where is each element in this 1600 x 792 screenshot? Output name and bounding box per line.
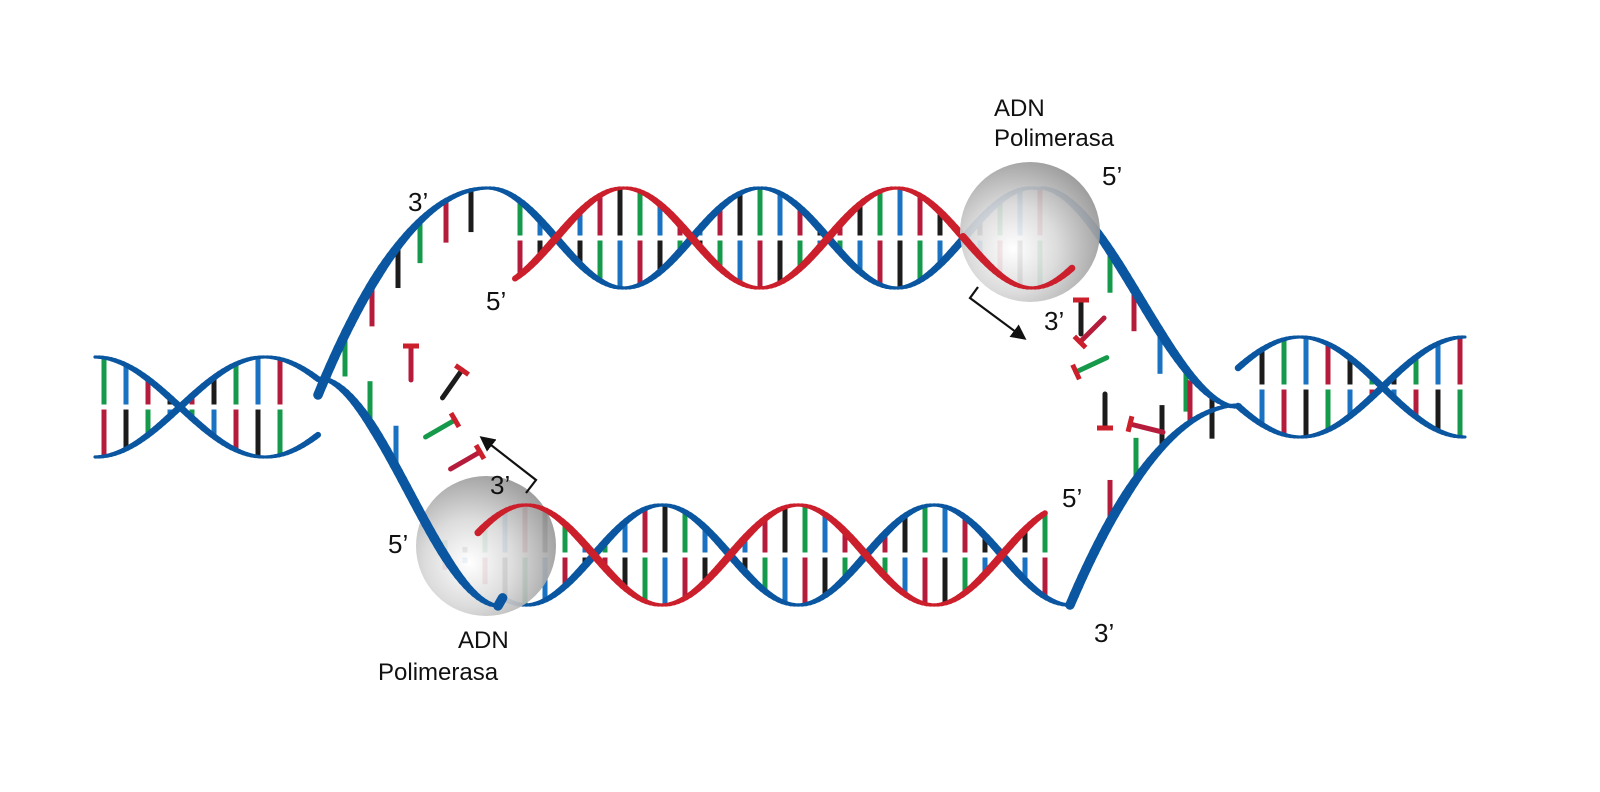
base-pairs	[101, 188, 1463, 605]
free-nucleotides	[403, 297, 1166, 472]
label-3prime-top-left: 3’	[408, 187, 428, 217]
label-5prime-bottom-right: 5’	[1062, 483, 1082, 513]
free-nucleotide-phosphate	[448, 411, 462, 429]
free-nucleotide	[1073, 355, 1110, 375]
label-5prime-bottom-left: 5’	[388, 529, 408, 559]
free-nucleotide-phosphate	[1070, 363, 1082, 381]
free-nucleotide-phosphate	[473, 443, 487, 461]
label-3prime-bottom-right: 3’	[1094, 618, 1114, 648]
free-nucleotide	[448, 449, 483, 472]
free-nucleotide	[423, 417, 458, 440]
label-5prime-top-right: 5’	[1102, 161, 1122, 191]
free-nucleotide-phosphate	[454, 363, 470, 377]
lower-parental-strand	[493, 593, 508, 611]
free-nucleotide-phosphate	[1125, 415, 1135, 433]
free-nucleotide	[1127, 421, 1166, 435]
direction-arrow-bottom	[479, 436, 538, 494]
free-nucleotide	[1077, 315, 1107, 345]
lower-new-strand	[1039, 510, 1048, 518]
label-3prime-bottom-left: 3’	[490, 470, 510, 500]
polymerase-bottom-label-line2: Polimerasa	[378, 659, 499, 686]
label-5prime-top-left: 5’	[486, 286, 506, 316]
lower-new-strand	[554, 514, 566, 526]
polymerase-top-label-line1: ADN	[994, 95, 1045, 122]
direction-arrow-top	[968, 286, 1027, 340]
strands-front	[261, 186, 1301, 610]
polymerase-bottom-label-line1: ADN	[458, 627, 509, 654]
label-3prime-top-right: 3’	[1044, 306, 1064, 336]
dna-polymerase-bottom	[416, 476, 556, 616]
free-nucleotide	[439, 367, 465, 401]
dna-polymerase-top	[960, 162, 1100, 302]
strands-over-polymerase	[316, 233, 1242, 611]
left-helix-strand-a	[311, 431, 322, 441]
polymerase-top-label-line2: Polimerasa	[994, 125, 1115, 152]
upper-new-strand	[1067, 264, 1076, 273]
free-nucleotide-phosphate	[1072, 334, 1088, 350]
